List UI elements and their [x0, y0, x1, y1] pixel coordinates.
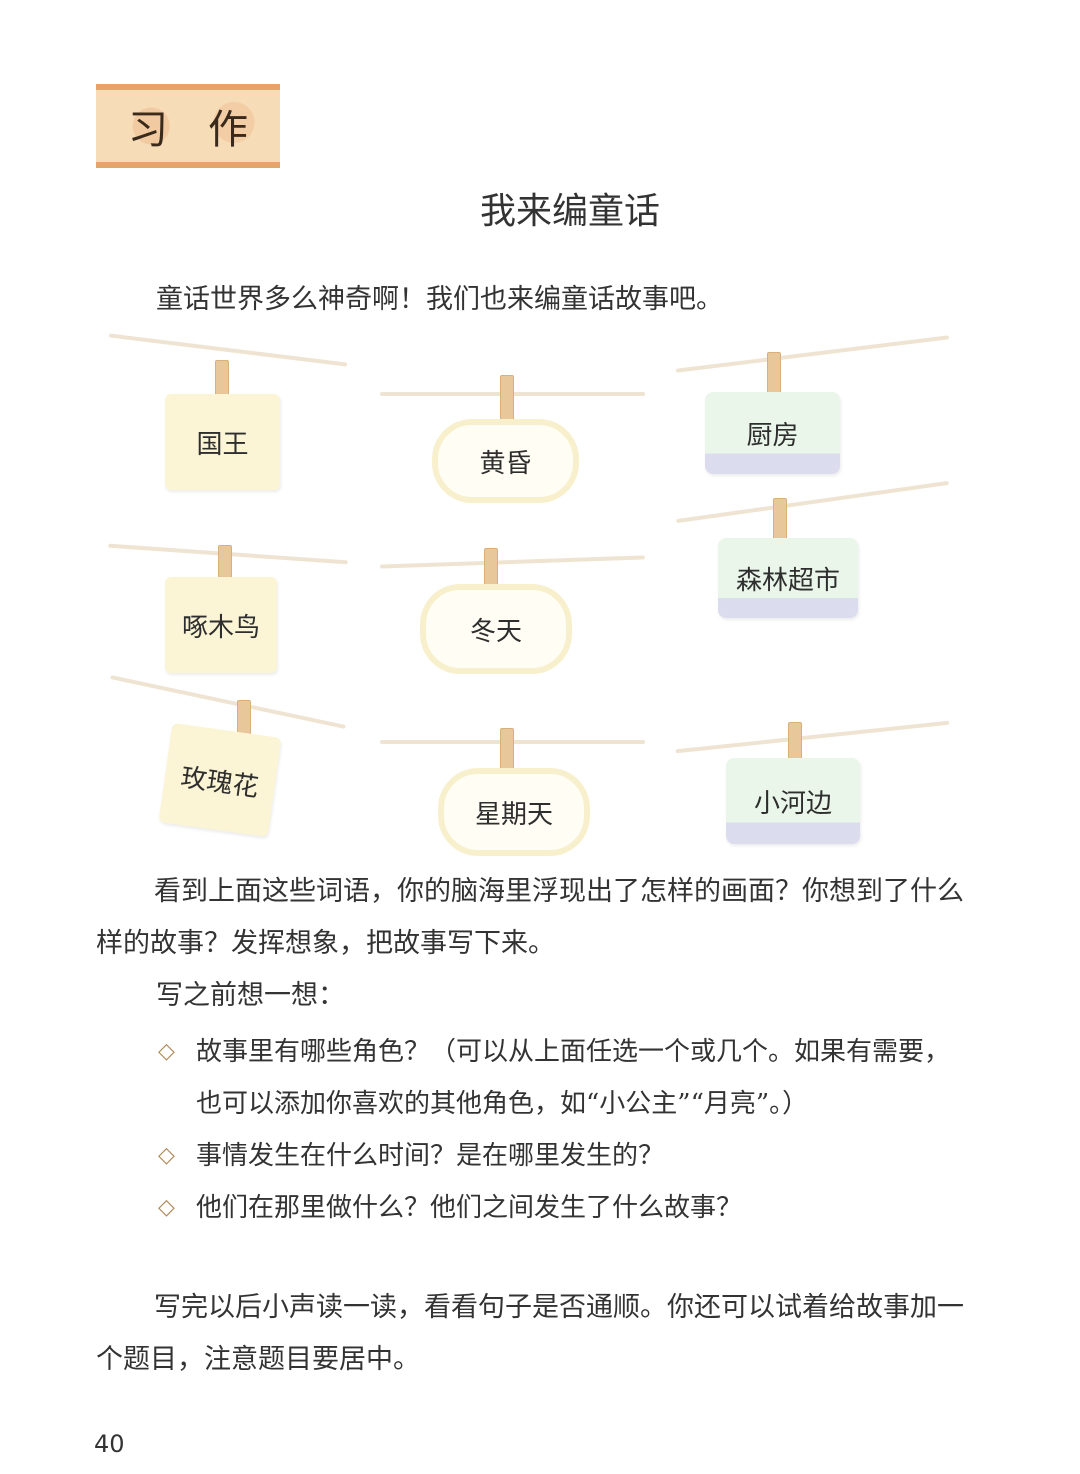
- diamond-bullet-icon: ◇: [158, 1195, 175, 1220]
- think-prompt: 写之前想一想：: [156, 980, 345, 1011]
- clothesline: [675, 335, 950, 373]
- word-card-label: 森林超市: [718, 538, 858, 618]
- section-label-char: 习: [128, 107, 168, 153]
- clothesline: [676, 480, 949, 524]
- question-text: 故事里有哪些角色？（可以从上面任选一个或几个。如果有需要，也可以添加你喜欢的其他…: [196, 1037, 951, 1119]
- question-item: ◇ 故事里有哪些角色？（可以从上面任选一个或几个。如果有需要，也可以添加你喜欢的…: [156, 1026, 966, 1130]
- clothesline: [675, 720, 950, 754]
- clothesline: [110, 675, 346, 729]
- page-title: 我来编童话: [479, 191, 660, 232]
- word-card-label: 厨房: [705, 392, 840, 474]
- question-item: ◇ 他们在那里做什么？他们之间发生了什么故事？: [156, 1182, 966, 1234]
- intro-text: 童话世界多么神奇啊！我们也来编童话故事吧。: [156, 284, 723, 315]
- word-card-label: 国王: [165, 394, 280, 490]
- page-number: 40: [94, 1430, 125, 1458]
- word-card-label: 冬天: [420, 584, 572, 674]
- word-card-label: 黄昏: [432, 419, 579, 503]
- question-list: ◇ 故事里有哪些角色？（可以从上面任选一个或几个。如果有需要，也可以添加你喜欢的…: [156, 1026, 966, 1234]
- section-label: 习 作: [96, 84, 280, 168]
- word-card-label: 小河边: [726, 758, 860, 844]
- word-card-label: 啄木鸟: [165, 577, 277, 673]
- question-item: ◇ 事情发生在什么时间？是在哪里发生的？: [156, 1130, 966, 1182]
- word-card-label: 星期天: [438, 768, 590, 856]
- closing-paragraph: 写完以后小声读一读，看看句子是否通顺。你还可以试着给故事加一个题目，注意题目要居…: [96, 1292, 964, 1375]
- question-text: 他们在那里做什么？他们之间发生了什么故事？: [196, 1193, 743, 1223]
- clothesline: [380, 555, 645, 569]
- section-label-char: 作: [208, 107, 248, 153]
- clothespin-icon: [500, 375, 514, 421]
- question-text: 事情发生在什么时间？是在哪里发生的？: [196, 1141, 665, 1171]
- body-paragraph: 看到上面这些词语，你的脑海里浮现出了怎样的画面？你想到了什么样的故事？发挥想象，…: [96, 876, 964, 959]
- diamond-bullet-icon: ◇: [158, 1143, 175, 1168]
- word-card-label: 玫瑰花: [158, 722, 282, 838]
- diamond-bullet-icon: ◇: [158, 1039, 175, 1064]
